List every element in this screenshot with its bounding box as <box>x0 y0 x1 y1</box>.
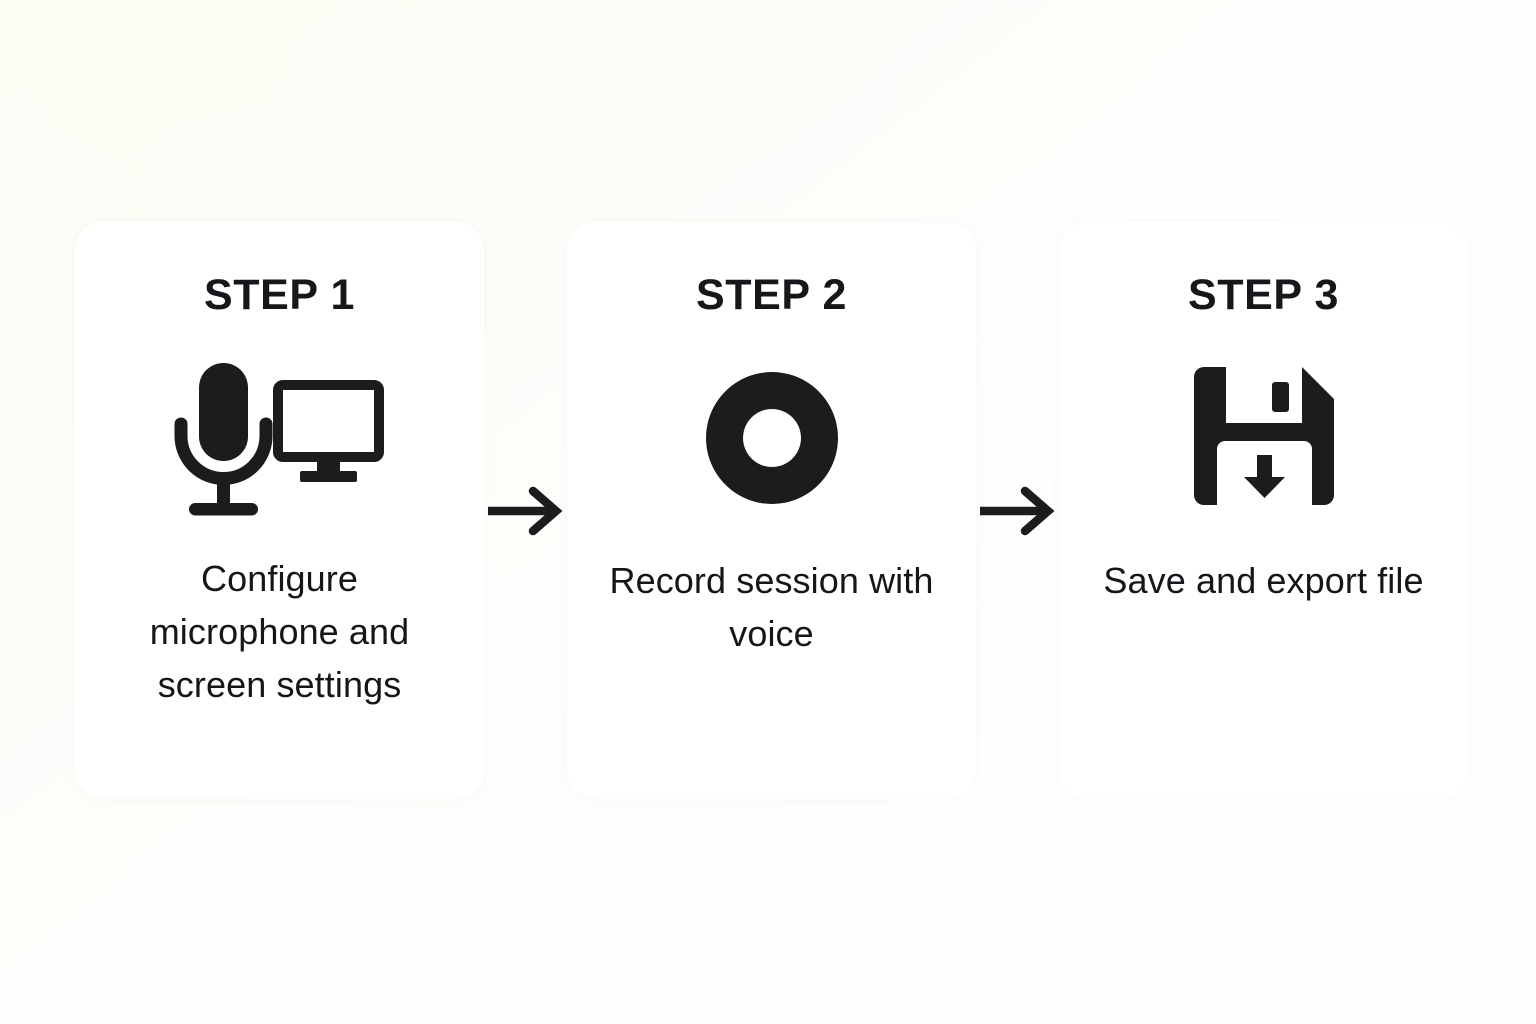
connector-arrow-1 <box>484 222 567 799</box>
record-circle-icon <box>567 343 976 533</box>
step-card-1[interactable]: STEP 1 Configure microphone and screen s… <box>75 222 484 799</box>
step-label-3: STEP 3 <box>1188 271 1339 319</box>
microphone-and-monitor-icon <box>75 343 484 533</box>
floppy-disk-save-icon <box>1059 343 1468 533</box>
step-caption-1: Configure microphone and screen settings <box>149 558 410 705</box>
arrow-right-icon <box>979 486 1054 535</box>
step-card-2[interactable]: STEP 2 Record session with voice <box>567 222 976 799</box>
arrow-right-icon <box>487 486 562 535</box>
step-caption-3: Save and export file <box>1103 560 1424 601</box>
step-label-2: STEP 2 <box>696 271 847 319</box>
process-flow-diagram: STEP 1 Configure microphone and screen s… <box>75 222 1468 799</box>
step-label-1: STEP 1 <box>204 271 355 319</box>
step-card-3[interactable]: STEP 3 Save and export file <box>1059 222 1468 799</box>
connector-arrow-2 <box>976 222 1059 799</box>
step-caption-2: Record session with voice <box>609 560 934 654</box>
